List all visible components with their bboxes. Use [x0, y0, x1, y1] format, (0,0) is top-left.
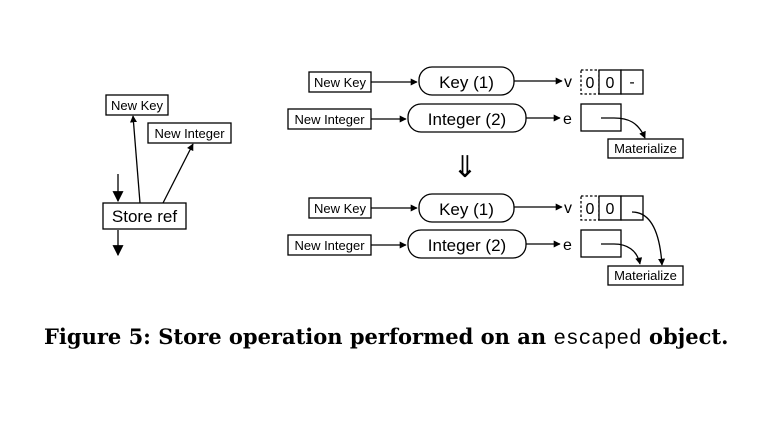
store-to-new-integer-edge	[162, 143, 194, 204]
top-ecell-to-materialize-edge	[601, 117, 646, 139]
top-new-key-label: New Key	[314, 75, 367, 90]
left-new-integer-box	[147, 122, 232, 144]
bottom-vcell-0	[580, 195, 600, 221]
bottom-e-label: e	[563, 237, 572, 254]
bottom-vcell-1-text: 0	[606, 201, 615, 218]
left-new-key-label: New Key	[111, 98, 164, 113]
caption-text-after: object.	[648, 324, 729, 349]
top-state: New Key Key (1) v 0 0 - New Integer Inte…	[287, 66, 684, 159]
caption-code: escaped	[553, 328, 642, 351]
store-to-new-key-edge	[130, 115, 141, 204]
top-materialize-label: Materialize	[614, 141, 677, 156]
bottom-key-node	[418, 193, 515, 223]
bottom-vcell-0-text: 0	[586, 201, 595, 218]
bottom-integer-node-label: Integer (2)	[428, 236, 506, 255]
left-new-key-box	[105, 94, 169, 116]
top-vcell-0-text: 0	[586, 75, 595, 92]
top-key-node-label: Key (1)	[439, 73, 494, 92]
top-vcell-0	[580, 69, 600, 95]
top-vcell-2-text: -	[629, 74, 634, 91]
top-v-label: v	[564, 74, 572, 91]
store-ref-box	[102, 202, 187, 230]
figure-caption: Figure 5: Store operation performed on a…	[44, 322, 734, 354]
store-ref-label: Store ref	[112, 207, 177, 226]
bottom-materialize-label: Materialize	[614, 268, 677, 283]
figure-diagram: New Key New Integer Store ref New Key Ke…	[102, 66, 684, 286]
bottom-vcell-2	[620, 195, 644, 221]
bottom-new-key-label: New Key	[314, 201, 367, 216]
top-vcell-2	[620, 69, 644, 95]
top-e-label: e	[563, 111, 572, 128]
caption-label: Figure 5:	[44, 324, 151, 349]
bottom-key-node-label: Key (1)	[439, 200, 494, 219]
bottom-new-integer-label: New Integer	[294, 238, 365, 253]
transition-arrow: ⇓	[452, 151, 477, 184]
bottom-vcell-to-materialize-edge	[631, 211, 666, 266]
bottom-state: New Key Key (1) v 0 0 New Integer Intege…	[287, 193, 684, 286]
bottom-materialize-box	[607, 265, 684, 286]
top-new-integer-label: New Integer	[294, 112, 365, 127]
top-materialize-box	[607, 138, 684, 159]
top-integer-node-label: Integer (2)	[428, 110, 506, 129]
bottom-ecell-to-materialize-edge	[601, 243, 643, 265]
left-graph: New Key New Integer Store ref	[102, 94, 232, 257]
left-new-integer-label: New Integer	[154, 126, 225, 141]
caption-text-before: Store operation performed on an	[158, 324, 547, 349]
top-vcell-1-text: 0	[606, 75, 615, 92]
bottom-v-label: v	[564, 200, 572, 217]
